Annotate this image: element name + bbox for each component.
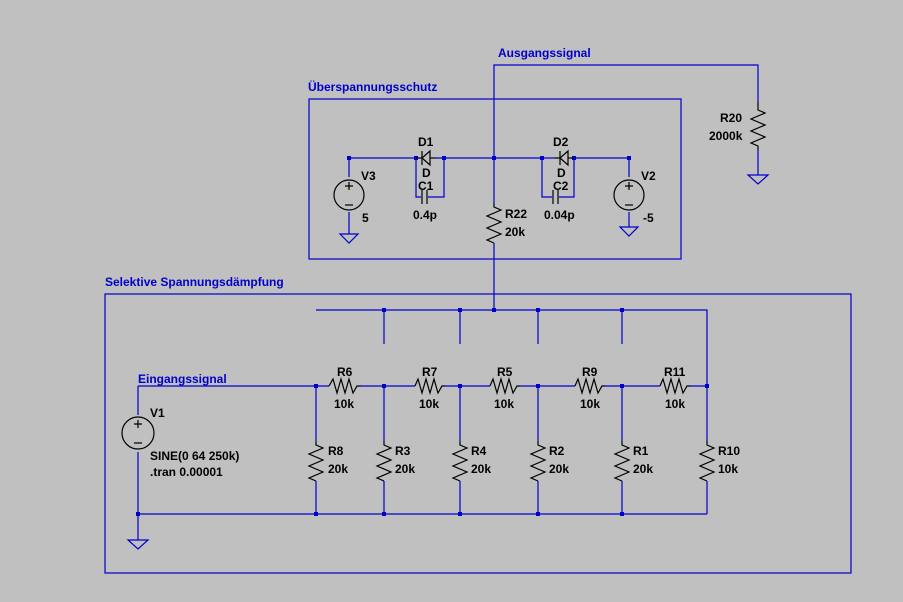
d1-model: D <box>422 166 431 180</box>
input-net-label: Eingangssignal <box>138 372 227 386</box>
resistor-r8[interactable]: R8 20k <box>307 441 348 482</box>
v1-directive: .tran 0.00001 <box>150 465 223 479</box>
r10-ref: R10 <box>718 444 740 458</box>
c2-value: 0.04p <box>544 208 575 222</box>
resistor-r6[interactable]: R6 10k <box>328 365 361 411</box>
voltage-source-v3[interactable]: V3 5 <box>333 169 376 225</box>
r4-value: 20k <box>471 462 491 476</box>
ground-icon <box>126 539 150 550</box>
r1-value: 20k <box>633 462 653 476</box>
ground-icon <box>338 233 360 244</box>
r2-value: 20k <box>549 462 569 476</box>
diode-d1[interactable]: D1 D <box>416 135 436 180</box>
v2-value: -5 <box>643 211 654 225</box>
r6-ref: R6 <box>337 365 353 379</box>
r5-ref: R5 <box>497 365 513 379</box>
diode-d2[interactable]: D2 D <box>553 135 574 180</box>
r22-value: 20k <box>505 225 525 239</box>
resistor-r10[interactable]: R10 10k <box>698 441 740 482</box>
c1-value: 0.4p <box>413 208 437 222</box>
r6-value: 10k <box>334 397 354 411</box>
d1-ref: D1 <box>418 135 434 149</box>
c1-ref: C1 <box>418 179 434 193</box>
wires <box>137 64 759 540</box>
output-net-label: Ausgangssignal <box>498 46 591 60</box>
v1-value: SINE(0 64 250k) <box>150 449 239 463</box>
r10-value: 10k <box>718 462 738 476</box>
r4-ref: R4 <box>471 444 487 458</box>
resistor-r7[interactable]: R7 10k <box>414 365 445 411</box>
resistor-r3[interactable]: R3 20k <box>375 441 415 482</box>
overvoltage-protection-label: Überspannungsschutz <box>308 79 437 94</box>
d2-ref: D2 <box>553 135 569 149</box>
r1-ref: R1 <box>633 444 649 458</box>
resistor-r9[interactable]: R9 10k <box>574 365 605 411</box>
resistor-r20[interactable]: R20 2000k <box>709 102 767 150</box>
resistor-r22[interactable]: R22 20k <box>485 203 527 244</box>
r2-ref: R2 <box>549 444 565 458</box>
v3-ref: V3 <box>361 169 376 183</box>
r8-ref: R8 <box>328 444 344 458</box>
v1-ref: V1 <box>150 406 165 420</box>
r20-value: 2000k <box>709 129 743 143</box>
v3-value: 5 <box>362 211 369 225</box>
ground-icon <box>618 226 640 237</box>
r11-ref: R11 <box>664 365 686 379</box>
r11-value: 10k <box>665 397 685 411</box>
r8-value: 20k <box>328 462 348 476</box>
resistor-r1[interactable]: R1 20k <box>613 441 653 482</box>
overvoltage-protection-box <box>308 98 682 260</box>
capacitor-c1[interactable]: C1 0.4p <box>413 179 437 222</box>
r7-ref: R7 <box>422 365 438 379</box>
r7-value: 10k <box>419 397 439 411</box>
resistor-r2[interactable]: R2 20k <box>529 441 569 482</box>
d2-model: D <box>557 166 566 180</box>
r22-ref: R22 <box>505 207 527 221</box>
voltage-source-v2[interactable]: V2 -5 <box>613 169 656 225</box>
selective-attenuation-box <box>104 293 852 574</box>
r3-value: 20k <box>395 462 415 476</box>
voltage-source-v1[interactable]: V1 SINE(0 64 250k) .tran 0.00001 <box>121 406 239 479</box>
resistor-r4[interactable]: R4 20k <box>451 441 491 482</box>
r3-ref: R3 <box>395 444 411 458</box>
r20-ref: R20 <box>720 111 742 125</box>
v2-ref: V2 <box>641 169 656 183</box>
selective-attenuation-label: Selektive Spannungsdämpfung <box>105 275 284 289</box>
c2-ref: C2 <box>553 179 569 193</box>
resistor-r5[interactable]: R5 10k <box>489 365 520 411</box>
capacitor-c2[interactable]: C2 0.04p <box>544 179 575 222</box>
r5-value: 10k <box>494 397 514 411</box>
r9-value: 10k <box>580 397 600 411</box>
ground-icon <box>746 174 770 185</box>
resistor-r11[interactable]: R11 10k <box>659 365 690 411</box>
r9-ref: R9 <box>582 365 598 379</box>
